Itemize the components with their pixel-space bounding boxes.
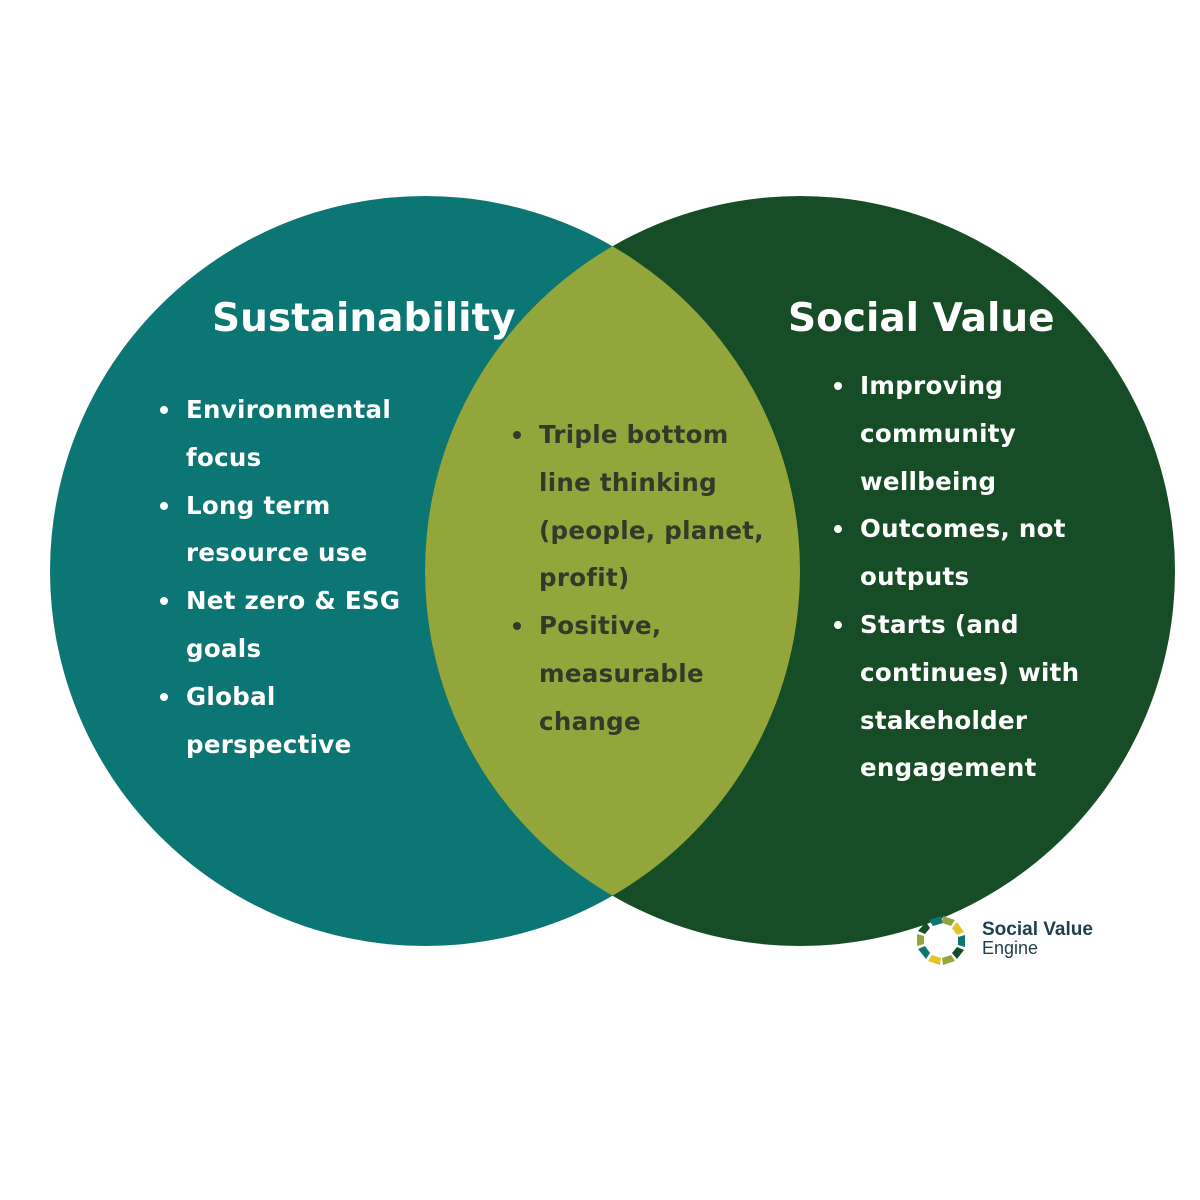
sustainability-title: Sustainability — [212, 296, 516, 341]
list-item: Starts (and continues) with stakeholder … — [834, 601, 1109, 792]
list-item: Improving community wellbeing — [834, 362, 1109, 505]
gear-logo-icon — [917, 916, 965, 965]
overlap-list: Triple bottom line thinking (people, pla… — [513, 411, 778, 746]
social-value-list: Improving community wellbeing Outcomes, … — [834, 362, 1109, 792]
social-value-title: Social Value — [788, 296, 1055, 341]
list-item: Environmental focus — [160, 386, 422, 482]
list-item: Triple bottom line thinking (people, pla… — [513, 411, 778, 602]
list-item: Outcomes, not outputs — [834, 505, 1109, 601]
overlap-region — [425, 196, 800, 946]
sustainability-list: Environmental focus Long term resource u… — [160, 386, 422, 768]
list-item: Global perspective — [160, 673, 422, 769]
brand-logo: Social Value Engine — [912, 912, 1112, 968]
list-item: Long term resource use — [160, 482, 422, 578]
brand-name-line2: Engine — [982, 938, 1039, 958]
list-item: Net zero & ESG goals — [160, 577, 422, 673]
list-item: Positive, measurable change — [513, 602, 778, 745]
brand-name-line1: Social Value — [982, 919, 1093, 940]
